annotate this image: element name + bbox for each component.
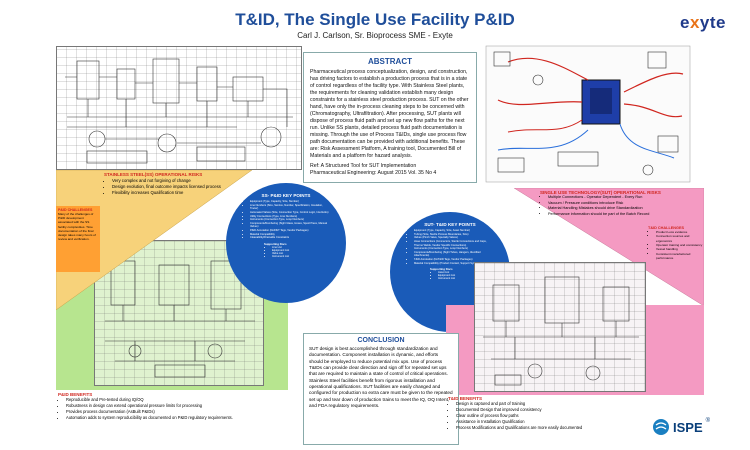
ispe-mark-icon bbox=[653, 419, 669, 435]
ss-key-heading: SS- P&ID KEY POINTS bbox=[261, 193, 311, 198]
ss-key-item: Line Numbers (Size, Service, Number, Spe… bbox=[250, 204, 330, 211]
pid-benefit-item: Provides process documentation (AsBuilt … bbox=[66, 409, 298, 415]
ss-key-item: Instruments (Connection Type, Loop Numbe… bbox=[250, 218, 330, 222]
poster-author: Carl J. Carlson, Sr. Bioprocess SME - Ex… bbox=[297, 31, 453, 40]
sut-key-heading: SUT- T&ID KEY POINTS bbox=[424, 222, 476, 227]
abstract-ref-2: Pharmaceutical Engineering: August 2015 … bbox=[310, 170, 437, 177]
tid-benefits: T&ID BENEFITS Design is captured and par… bbox=[448, 396, 648, 431]
ss-risk-item: Design evolution, final outcome impacts … bbox=[112, 184, 264, 190]
sut-risk-item: Performance information should be part o… bbox=[548, 212, 700, 218]
exyte-logo: exyte bbox=[680, 13, 726, 33]
abstract-ref-1: Ref: A Structured Tool for SUT Implement… bbox=[310, 163, 417, 170]
ss-key-item: Components/Numbering (Sight Glass, Hoses… bbox=[250, 222, 330, 229]
tid-benefits-heading: T&ID BENEFITS bbox=[448, 396, 483, 401]
tid-challenge-item: Consistent manufactured performance bbox=[656, 252, 704, 261]
ss-pid-schematic bbox=[65, 58, 293, 164]
tid-challenges: T&ID CHALLENGES Product Loss evidence Co… bbox=[648, 226, 704, 260]
pid-challenges-heading: P&ID CHALLENGES bbox=[58, 208, 93, 212]
ss-pid-drawing bbox=[56, 46, 302, 170]
ss-key-item: Automated Valves (Size, Connection Type,… bbox=[250, 211, 330, 215]
ss-operational-risks: STAINLESS STEEL(SS) OPERATIONAL RISKS Ve… bbox=[104, 172, 264, 197]
sut-key-item: Hose Connections (Connectors, Sterile Co… bbox=[414, 240, 494, 247]
ispe-wordmark: ISPE bbox=[673, 419, 703, 435]
abstract-box: ABSTRACT Pharmaceutical process conceptu… bbox=[303, 52, 477, 183]
sut-tid-schematic bbox=[485, 45, 691, 183]
pid-benefit-item: Reproducible and Pre-tested during IQ/OQ bbox=[66, 397, 298, 403]
tid-benefits-list: Design is captured and part of training … bbox=[448, 401, 648, 431]
abstract-heading: ABSTRACT bbox=[368, 57, 412, 66]
ss-doc-item: Instrument List bbox=[272, 255, 330, 258]
ss-doc-item: Line List bbox=[272, 246, 330, 249]
tid-benefit-item: Design is captured and part of training bbox=[456, 401, 648, 407]
conclusion-box: CONCLUSION SUT design is best accomplish… bbox=[303, 333, 459, 445]
ss-doc-item: Valve List bbox=[272, 252, 330, 255]
sut-risks-heading: SINGLE USE TECHNOLOGY(SUT) OPERATIONAL R… bbox=[540, 190, 661, 195]
tid-challenge-item: Operator training and consistency bbox=[656, 243, 704, 247]
tid-challenge-item: Connection sources and ergonomics bbox=[656, 234, 704, 243]
sut-docs-list: Asset List Equipment List Instrument Lis… bbox=[430, 271, 494, 280]
sut-key-item: Valves (Pinch Valve, Specialty Valves) bbox=[414, 236, 494, 240]
sut-key-list: Equipment (Type, Capacity, Size, Asset N… bbox=[406, 229, 494, 265]
sut-risk-item: Multiple Connections - Operator Dependen… bbox=[548, 195, 700, 201]
sut-doc-item: Instrument List bbox=[438, 277, 494, 280]
sut-operational-risks: SINGLE USE TECHNOLOGY(SUT) OPERATIONAL R… bbox=[540, 190, 700, 217]
pink-risk-triangle bbox=[514, 188, 704, 306]
ss-key-item: P&ID Annotation (DoP&IT Tags, Vendor Pac… bbox=[250, 229, 330, 233]
tid-challenges-heading: T&ID CHALLENGES bbox=[648, 226, 685, 230]
tid-challenges-list: Product Loss evidence Connection sources… bbox=[648, 230, 704, 260]
poster-title: T&ID, The Single Use Facility P&ID bbox=[235, 10, 515, 29]
ss-risks-heading: STAINLESS STEEL(SS) OPERATIONAL RISKS bbox=[104, 172, 203, 177]
ss-key-item: Material Compatibility bbox=[250, 233, 330, 237]
tid-benefit-item: Clear outline of process flow paths bbox=[456, 413, 648, 419]
ss-doc-item: Equipment List bbox=[272, 249, 330, 252]
pid-benefit-item: Robustness in design can extend operatio… bbox=[66, 403, 298, 409]
ss-risk-item: Very complex and not forgiving of change bbox=[112, 178, 264, 184]
logo-part-e: e bbox=[679, 13, 690, 32]
pid-benefits: P&ID BENEFITS Reproducible and Pre-teste… bbox=[58, 392, 298, 421]
sut-key-item: T&ID Annotation (DoT&ID Tags, Vendor Pac… bbox=[414, 258, 494, 262]
sut-key-item: Components/Numbering (Sight Tubes, Hange… bbox=[414, 251, 494, 258]
sut-docs-heading: Supporting Docs bbox=[430, 267, 453, 272]
ss-docs-list: Line List Equipment List Valve List Inst… bbox=[264, 246, 330, 258]
tid-benefit-item: Assistance in Installation Qualification bbox=[456, 419, 648, 425]
ss-risks-list: Very complex and not forgiving of change… bbox=[104, 178, 264, 197]
yellow-risk-triangle bbox=[56, 170, 252, 310]
sut-risk-item: Material Handling Mistakes should drive … bbox=[548, 206, 700, 212]
ss-key-item: Utility Connections (Type, Line Numbers) bbox=[250, 215, 330, 219]
ss-key-item: Cleanability/Drainable Constraints bbox=[250, 236, 330, 240]
conclusion-body: SUT design is best accomplished through … bbox=[309, 346, 453, 409]
abstract-body: Pharmaceutical process conceptualization… bbox=[310, 69, 469, 160]
tid-benefit-item: Process Modifications and Qualifications… bbox=[456, 425, 648, 431]
pid-benefits-list: Reproducible and Pre-tested during IQ/OQ… bbox=[58, 397, 298, 421]
sut-doc-item: Asset List bbox=[438, 271, 494, 274]
ispe-logo: ISPE® bbox=[652, 418, 710, 436]
ss-docs-heading: Supporting Docs bbox=[264, 241, 287, 246]
sut-key-item: Instruments (Connection Type, Loop Numbe… bbox=[414, 247, 494, 251]
ss-key-item: Equipment (Type, Capacity, Size, Number) bbox=[250, 200, 330, 204]
conclusion-heading: CONCLUSION bbox=[357, 337, 405, 344]
sut-tid-schematic-lower bbox=[483, 276, 639, 386]
pid-benefit-item: Automation adds to system reproducibilit… bbox=[66, 415, 298, 421]
ss-key-list: Equipment (Type, Capacity, Size, Number)… bbox=[242, 200, 330, 240]
sut-risks-list: Multiple Connections - Operator Dependen… bbox=[540, 195, 700, 217]
logo-part-yte: yte bbox=[699, 13, 726, 32]
sut-key-item: Equipment (Type, Capacity, Size, Asset N… bbox=[414, 229, 494, 233]
ispe-registered: ® bbox=[705, 418, 711, 424]
sut-tid-drawing-lower bbox=[474, 262, 646, 392]
sut-key-item: Material Compatibility (Product Contact,… bbox=[414, 262, 494, 266]
pid-benefits-heading: P&ID BENEFITS bbox=[58, 392, 93, 397]
logo-part-x: x bbox=[689, 13, 700, 32]
tid-challenge-item: Vessel handling bbox=[656, 247, 704, 251]
ss-pid-key-points-circle: SS- P&ID KEY POINTS Equipment (Type, Cap… bbox=[226, 183, 346, 303]
ss-risk-item: Flexibility increases Qualification time bbox=[112, 190, 264, 196]
tid-benefit-item: Documented Design that improved consiste… bbox=[456, 407, 648, 413]
pid-challenges-text: Many of the challenges of P&ID developme… bbox=[58, 212, 96, 242]
sut-key-item: Tubing (Size, Sterile Process Boundaries… bbox=[414, 233, 494, 237]
pid-challenges-box: P&ID CHALLENGES Many of the challenges o… bbox=[56, 206, 100, 272]
sut-risk-item: Vacuum / Pressure conditions introduce R… bbox=[548, 201, 700, 207]
tid-challenge-item: Product Loss evidence bbox=[656, 230, 704, 234]
sut-doc-item: Equipment List bbox=[438, 274, 494, 277]
sut-tid-drawing bbox=[478, 40, 696, 188]
